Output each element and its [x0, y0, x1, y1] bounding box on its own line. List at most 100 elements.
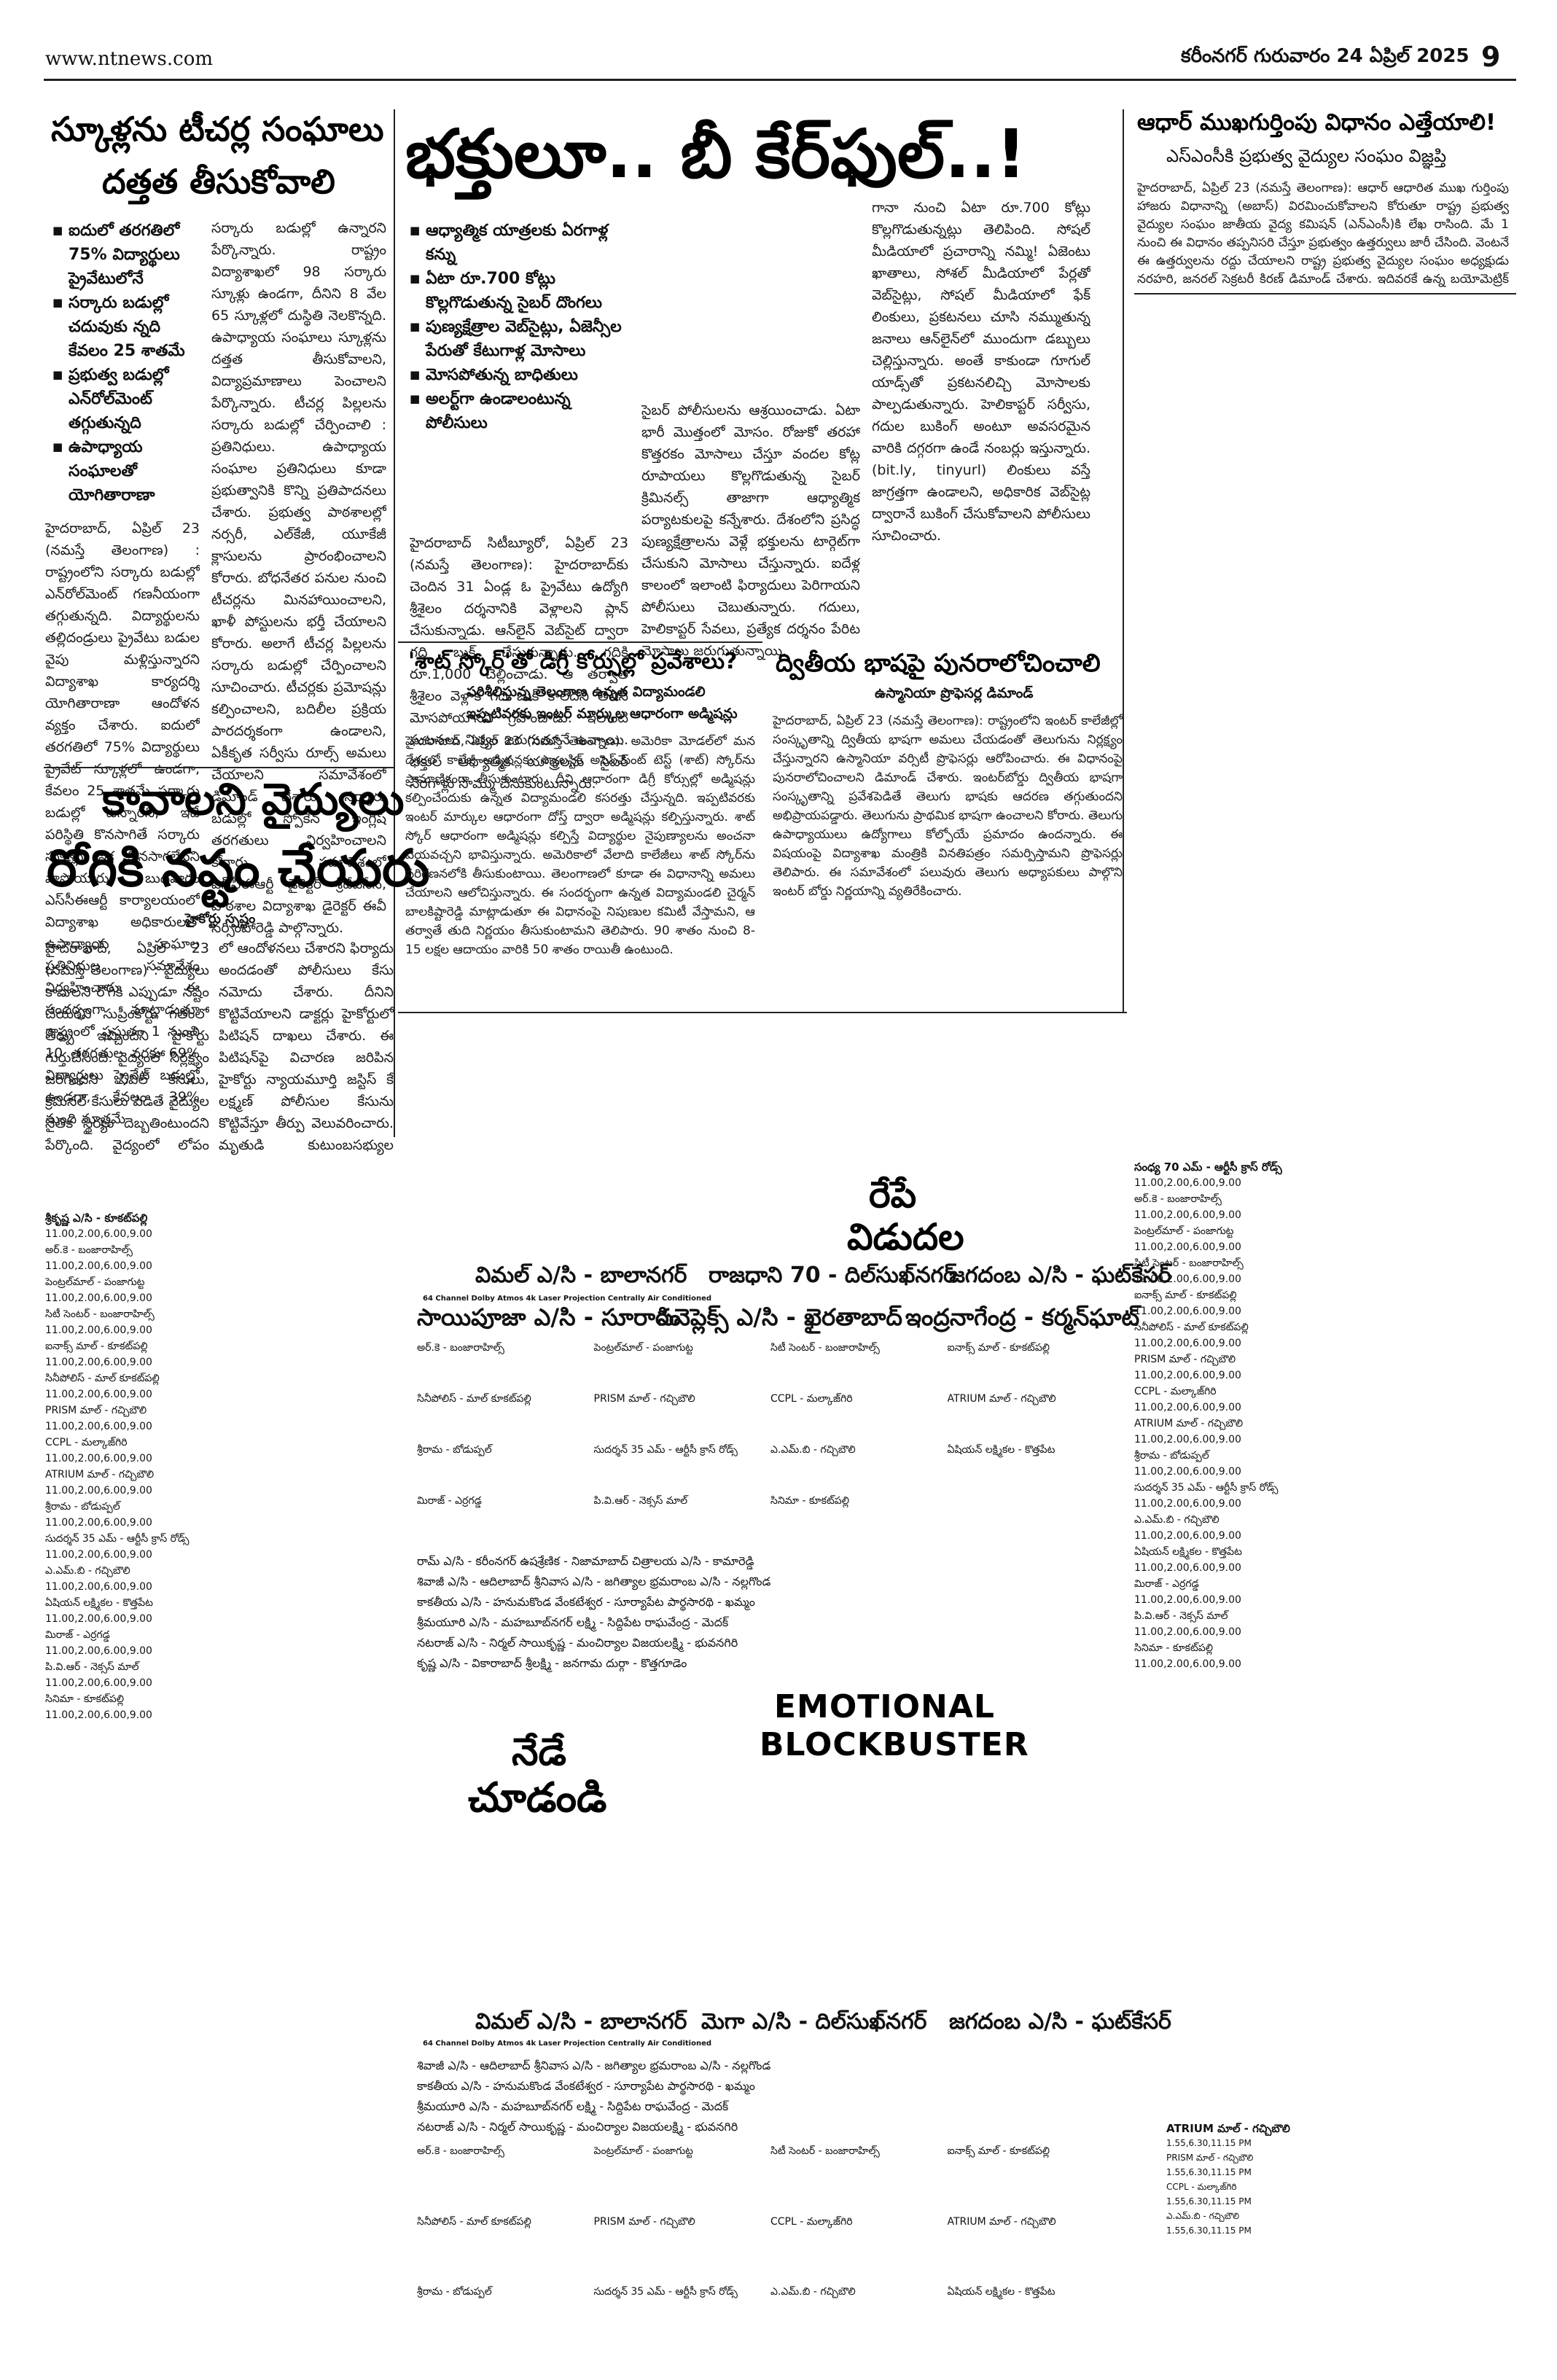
ad-venue-grid-bottom: అర్.కె - బంజారాహిల్స్ పెంట్రల్‌మాల్ - పం…: [417, 2143, 1117, 2354]
listing-times: 11.00,2.00,6.00,9.00: [1134, 1209, 1241, 1221]
venue-line: సుదర్శన్ 35 ఎమ్ - ఆర్టీసీ క్రాస్ రోడ్స్: [593, 2286, 738, 2298]
venue-line: CCPL - మల్కాజ్‌గిరి: [770, 2215, 853, 2228]
listing-times: 11.00,2.00,6.00,9.00: [45, 1517, 152, 1529]
aadhaar-subhead: ఎస్‌ఎంసీకి ప్రభుత్వ వైద్యుల సంఘం విజ్ఞప్…: [1166, 146, 1447, 166]
listing-times: 11.00,2.00,6.00,9.00: [1134, 1338, 1241, 1349]
listing-times: 11.00,2.00,6.00,9.00: [1134, 1434, 1241, 1445]
district-line: కాకతీయ ఎ/సి - హనుమకొండ వేంకటేశ్వర - సూర్…: [417, 1595, 755, 1609]
listing-venue: సినిమా - కూకట్‌పల్లి: [1134, 1642, 1214, 1654]
aadhaar-headline: ఆధార్ ముఖగుర్తింపు విధానం ఎత్తేయాలి!: [1137, 109, 1496, 136]
district-line: శ్రీమయూరి ఎ/సి - మహబూబ్‌నగర్ లక్ష్మి - స…: [417, 2099, 729, 2113]
listing-venue: PRISM మాల్ - గచ్చిబౌలి: [1166, 2153, 1254, 2163]
district-line: శివాజీ ఎ/సి - ఆదిలాబాద్ శ్రీనివాస ఎ/సి -…: [417, 2059, 771, 2072]
devotees-bullet: మోసపోతున్న బాధితులు: [410, 363, 628, 387]
stories-bottom-rule: [398, 1012, 1127, 1013]
listing-venue: మిరాజ్ - ఎర్రగడ్డ: [1134, 1578, 1199, 1590]
devotees-headline: భక్తులూ.. బీ కేర్‌ఫుల్..!: [405, 115, 1026, 193]
ad-tagline: 64 Channel Dolby Atmos 4k Laser Projecti…: [423, 1295, 712, 1303]
venue-line: శ్రీరామ - బోడుప్పల్: [417, 2286, 492, 2298]
venue-line: ATRIUM మాల్ - గచ్చిబౌలి: [947, 1393, 1056, 1405]
listing-venue: CCPL - మల్కాజ్‌గిరి: [45, 1437, 128, 1448]
listing-venue: అర్.కె - బంజారాహిల్స్: [1134, 1193, 1222, 1205]
venue-line: సుదర్శన్ 35 ఎమ్ - ఆర్టీసీ క్రాస్ రోడ్స్: [593, 1444, 738, 1456]
listing-times: 11.00,2.00,6.00,9.00: [1134, 1626, 1241, 1638]
schools-headline-1: స్కూళ్లను టీచర్ల సంఘాలు: [51, 109, 384, 149]
listing-venue: అర్.కె - బంజారాహిల్స్: [45, 1244, 133, 1256]
listing-venue: పి.వి.ఆర్ - నెక్సస్ మాల్: [1134, 1610, 1228, 1622]
district-line: నటరాజ్ ఎ/సి - నిర్మల్ సాయికృష్ణ - మంచిర్…: [417, 2120, 738, 2134]
listing-venue: PRISM మాల్ - గచ్చిబౌలి: [45, 1405, 147, 1416]
venue-line: సిటీ సెంటర్ - బంజారాహిల్స్: [770, 1342, 880, 1354]
schools-body-col2: సర్కారు బడుల్లో ఉన్నారని పేర్కొన్నారు. ర…: [211, 220, 386, 936]
ad-today-2: చూడండి: [468, 1774, 607, 1822]
venue-line: సినిమా - కూకట్‌పల్లి: [770, 1495, 850, 1507]
listing-times: 11.00,2.00,6.00,9.00: [1134, 1530, 1241, 1542]
listing-venue: ఏషియన్ లక్ష్మికల - కొత్తపేట: [45, 1597, 153, 1609]
aadhaar-bottom-rule: [1134, 293, 1516, 294]
listing-times: 11.00,2.00,6.00,9.00: [1134, 1370, 1241, 1381]
page-number: 9: [1481, 41, 1501, 73]
devotees-divider: [1123, 109, 1124, 1137]
doctors-top-rule: [44, 767, 394, 768]
venue-line: పెంట్రల్‌మాల్ - పంజాగుట్ట: [593, 2145, 693, 2157]
schools-body-col1: హైదరాబాద్, ఏప్రిల్ 23 (నమస్తే తెలంగాణ) :…: [45, 520, 200, 1127]
listing-times: 11.00,2.00,6.00,9.00: [45, 1677, 152, 1689]
listing-times: 11.00,2.00,6.00,9.00: [45, 1292, 152, 1304]
venue-line: CCPL - మల్కాజ్‌గిరి: [770, 1393, 853, 1405]
listing-times: 1.55,6.30,11.15 PM: [1166, 2138, 1252, 2148]
venue-line: అర్.కె - బంజారాహిల్స్: [417, 1342, 504, 1354]
doctors-headline-2: రోగికి నష్టం చేయరు: [47, 838, 430, 898]
ad-theatre-top2-3: ఇంద్రనాగేంద్ర - కర్మన్‌ఘాట్: [905, 1303, 1140, 1331]
devotees-body-col1: హైదరాబాద్ సిటీబ్యూరో, ఏప్రిల్ 23 (నమస్తే…: [410, 535, 628, 792]
sat-body: హైదరాబాద్, ఏప్రిల్ 23 (నమస్తే తెలంగాణ): …: [405, 734, 755, 957]
listing-venue: ATRIUM మాల్ - గచ్చిబౌలి: [1134, 1418, 1244, 1429]
ad-tagline-2: 64 Channel Dolby Atmos 4k Laser Projecti…: [423, 2040, 712, 2048]
listing-venue: ఎ.ఎమ్.బి - గచ్చిబౌలి: [45, 1565, 130, 1577]
listing-venue: సినిమా - కూకట్‌పల్లి: [45, 1693, 125, 1705]
devotees-bullet: పుణ్యక్షేత్రాల వెబ్‌సైట్లు, ఏజెన్సీల పేర…: [410, 315, 628, 363]
ad-district-list-bottom: శివాజీ ఎ/సి - ఆదిలాబాద్ శ్రీనివాస ఎ/సి -…: [417, 2056, 1117, 2137]
ad-theatre-top-3: జగదంబ ఎ/సి - ఘట్‌కేసర్: [949, 1263, 1171, 1288]
masthead-rule: [44, 79, 1516, 81]
ad-blockbuster-1: EMOTIONAL: [774, 1688, 995, 1725]
listing-head: ATRIUM మాల్ - గచ్చిబౌలి: [1166, 2122, 1290, 2135]
listing-times: 11.00,2.00,6.00,9.00: [45, 1485, 152, 1497]
venue-line: శ్రీరామ - బోడుప్పల్: [417, 1444, 492, 1456]
devotees-body-col3: గానా నుంచి ఏటా రూ.700 కోట్లు కొల్లగొడుతు…: [872, 200, 1090, 544]
schools-divider: [394, 109, 395, 1137]
venue-line: అర్.కె - బంజారాహిల్స్: [417, 2145, 504, 2157]
venue-line: ఎ.ఎమ్.బి - గచ్చిబౌలి: [770, 1444, 856, 1456]
listing-times: 11.00,2.00,6.00,9.00: [45, 1613, 152, 1625]
listing-times: 11.00,2.00,6.00,9.00: [45, 1357, 152, 1368]
ad-theatre-top-1: విమల్ ఎ/సి - బాలానగర్: [475, 1263, 687, 1288]
ad-theatre-bottom-3: జగదంబ ఎ/సి - ఘట్‌కేసర్: [949, 2009, 1171, 2034]
ad-blockbuster-2: BLOCKBUSTER: [760, 1726, 1029, 1763]
dateline: కరీంనగర్ గురువారం 24 ఏప్రిల్ 2025: [1181, 45, 1470, 67]
venue-line: PRISM మాల్ - గచ్చిబౌలి: [593, 1393, 695, 1405]
listing-venue: సినీపోలిస్ - మాల్ కూకట్‌పల్లి: [45, 1373, 160, 1384]
listing-times: 11.00,2.00,6.00,9.00: [1134, 1498, 1241, 1510]
language-body: హైదరాబాద్, ఏప్రిల్ 23 (నమస్తే తెలంగాణ): …: [773, 714, 1123, 899]
listing-times: 11.00,2.00,6.00,9.00: [1134, 1241, 1241, 1253]
listing-venue: సుదర్శన్ 35 ఎమ్ - ఆర్టీసీ క్రాస్ రోడ్స్: [45, 1533, 190, 1545]
listing-venue: మిరాజ్ - ఎర్రగడ్డ: [45, 1629, 110, 1641]
listing-times: 11.00,2.00,6.00,9.00: [1134, 1177, 1241, 1189]
schools-bullet: సర్కారు బడుల్లో చదువుకు న్నది కేవలం 25 శ…: [52, 291, 198, 363]
listing-times: 11.00,2.00,6.00,9.00: [1134, 1273, 1241, 1285]
site-url[interactable]: www.ntnews.com: [45, 48, 214, 70]
venue-line: సినీపోలిస్ - మాల్ కూకట్‌పల్లి: [417, 2215, 531, 2228]
ad-tomorrow-2: విడుదల: [847, 1216, 964, 1258]
ad-tomorrow-1: రేపే: [869, 1174, 917, 1216]
listing-venue: పి.వి.ఆర్ - నెక్సస్ మాల్: [45, 1661, 139, 1673]
ad-theatre-top2-2: సినెప్లెక్స్ ఎ/సి - ఖైరతాబాద్: [657, 1303, 902, 1331]
ad-theatre-top2-1: సాయిపూజా ఎ/సి - సూరారం: [417, 1303, 682, 1331]
listing-venue: ఐనాక్స్ మాల్ - కూకట్‌పల్లి: [45, 1341, 148, 1352]
schools-bullet: ప్రభుత్వ బడుల్లో ఎన్‌రోల్‌మెంట్ తగ్గుతున…: [52, 363, 198, 435]
venue-line: ఏషియన్ లక్ష్మికల - కొత్తపేట: [947, 2286, 1055, 2298]
listing-head: శ్రీకృష్ణ ఎ/సి - కూకట్‌పల్లి: [45, 1212, 148, 1225]
listing-times: 1.55,6.30,11.15 PM: [1166, 2167, 1252, 2177]
sat-top-rule: [398, 641, 762, 643]
venue-line: పెంట్రల్‌మాల్ - పంజాగుట్ట: [593, 1342, 693, 1354]
schools-bullets: ఐదులో తరగతిలో 75% విద్యార్థులు ప్రైవేటుల…: [52, 219, 198, 507]
listing-venue: సుదర్శన్ 35 ఎమ్ - ఆర్టీసీ క్రాస్ రోడ్స్: [1134, 1482, 1279, 1494]
